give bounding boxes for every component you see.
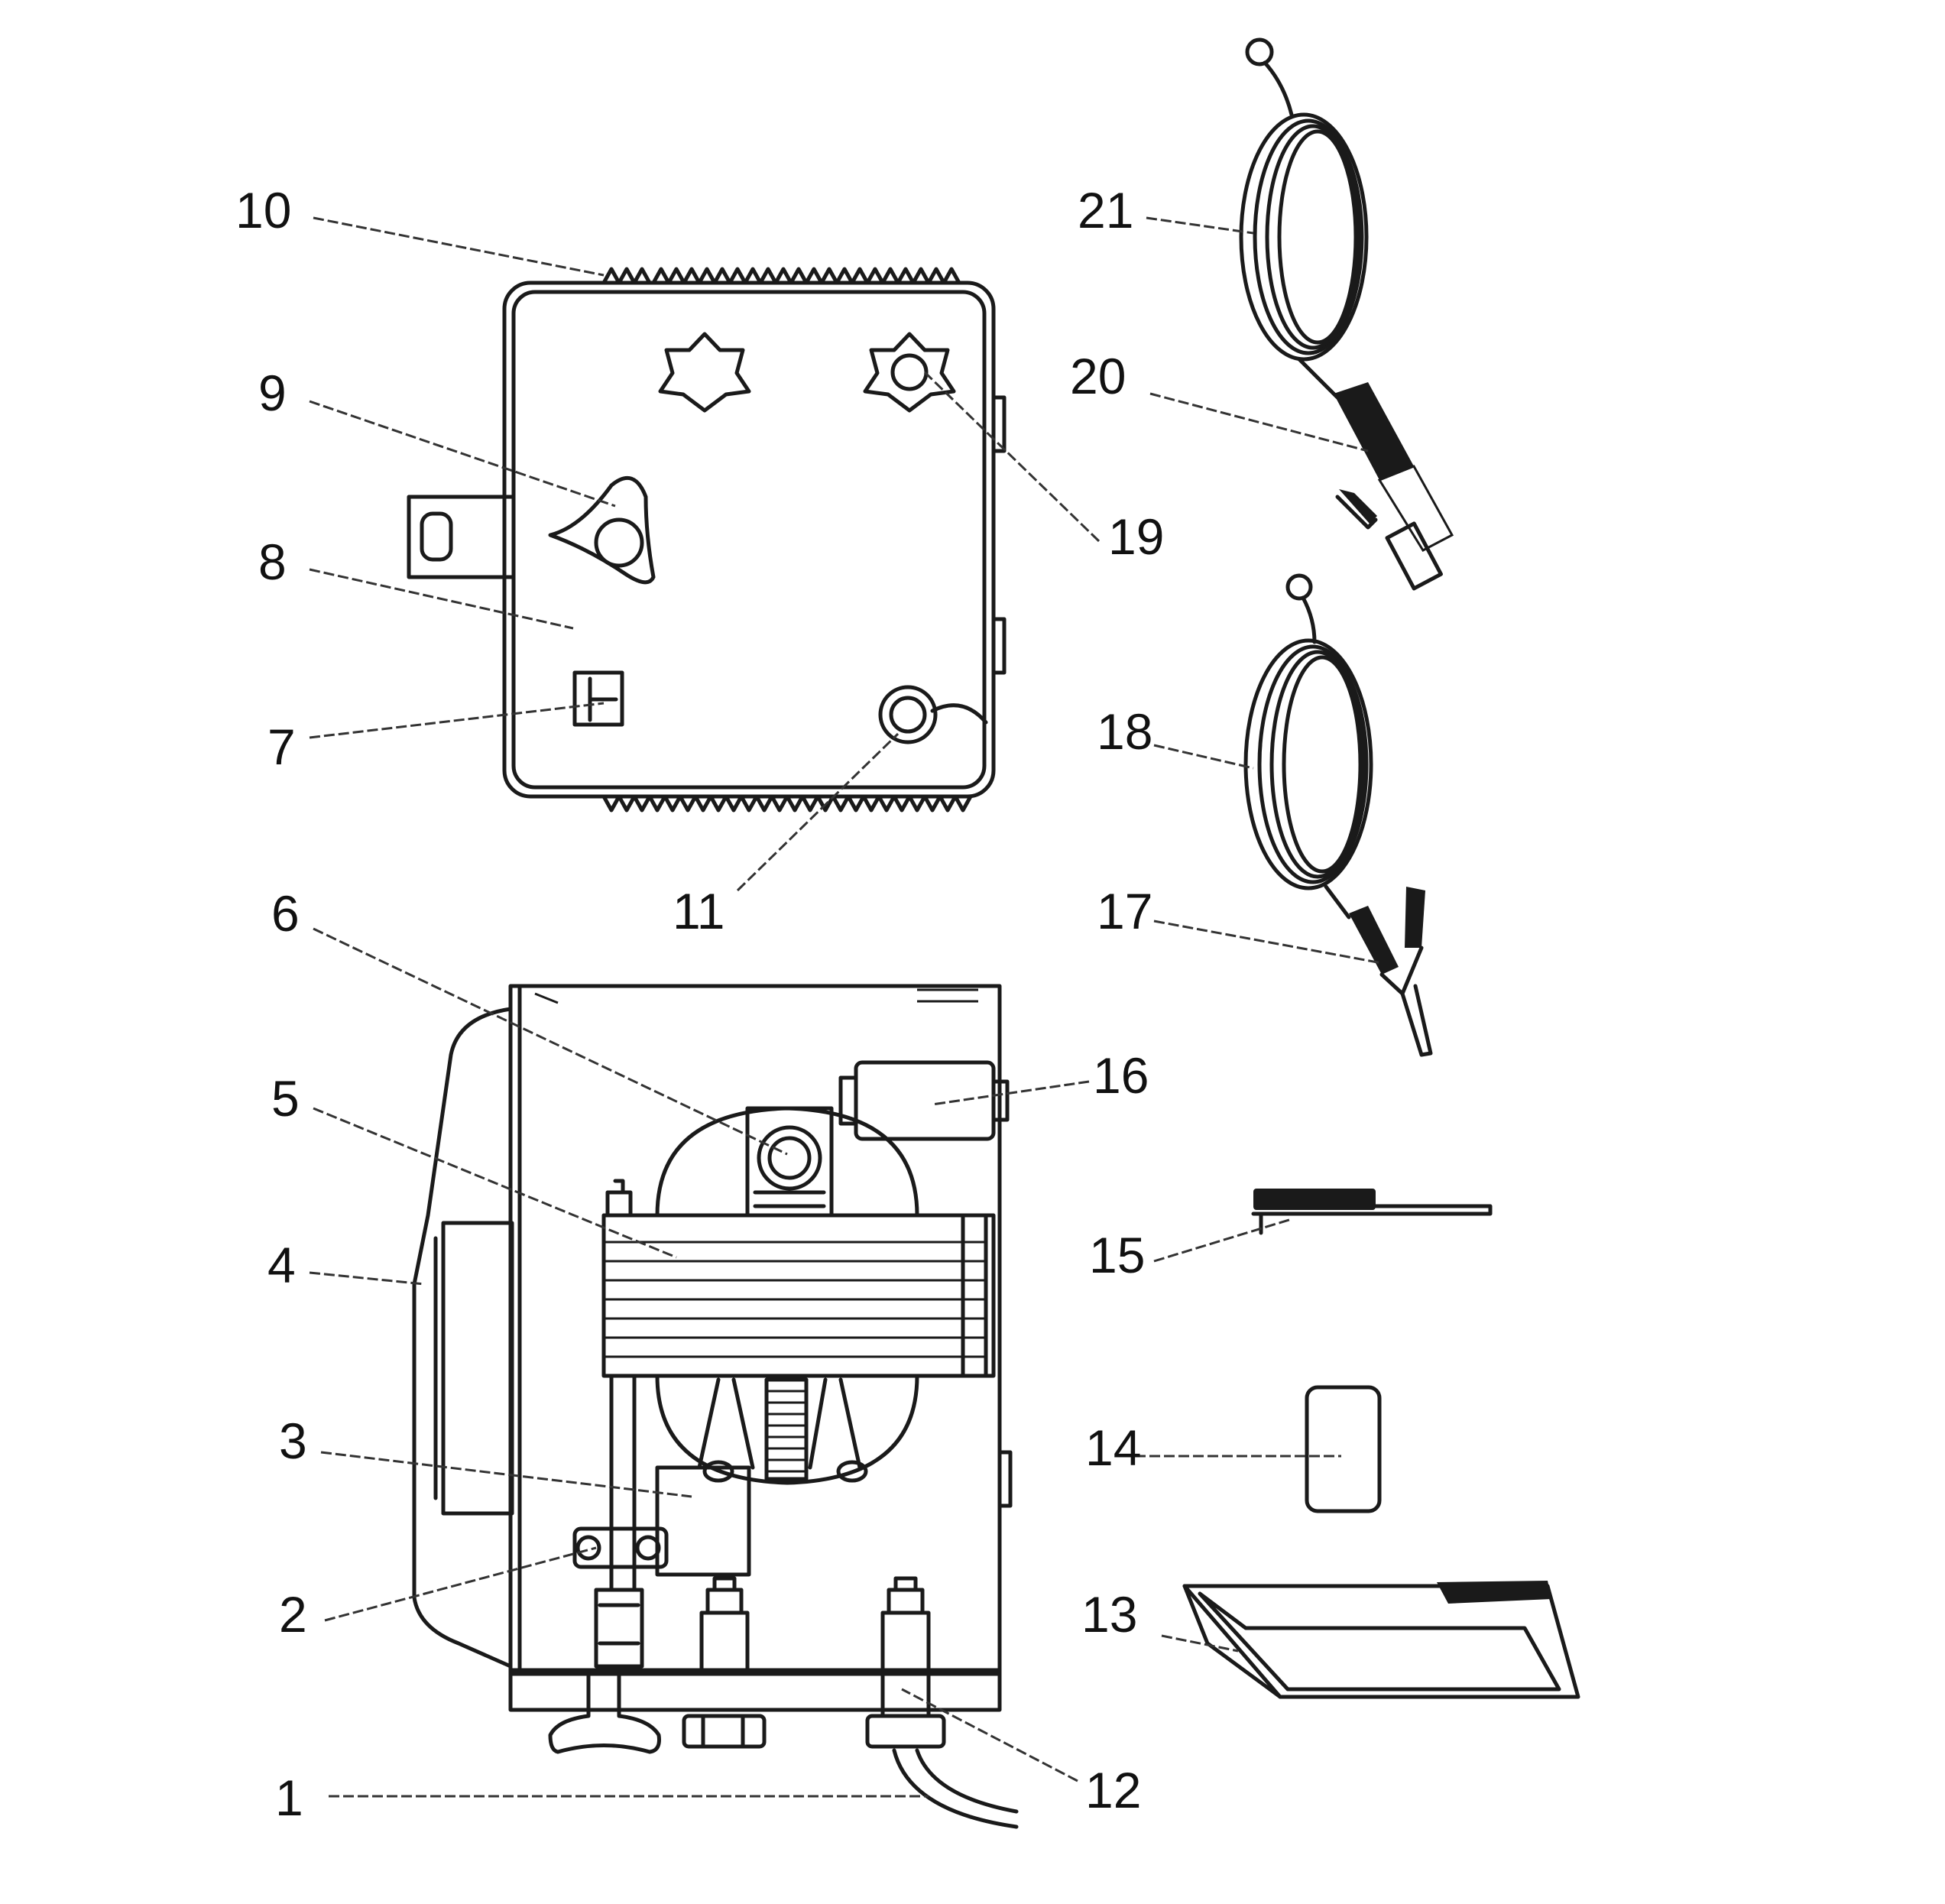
callout-1: 1 (275, 1769, 303, 1826)
callout-15: 15 (1089, 1227, 1145, 1283)
wire-brush (1251, 1189, 1493, 1235)
callout-2: 2 (279, 1586, 307, 1643)
callout-19: 19 (1108, 508, 1164, 565)
callout-7: 7 (267, 718, 296, 775)
callout-17: 17 (1097, 883, 1152, 939)
leader-lines (309, 216, 1383, 1798)
main-housing (412, 984, 1019, 1829)
callout-18: 18 (1097, 703, 1152, 760)
tray (1182, 1581, 1580, 1699)
callout-10: 10 (235, 182, 291, 238)
front-panel (407, 267, 1007, 813)
glass-plate (1305, 1385, 1382, 1513)
callout-11: 11 (673, 883, 725, 939)
callout-numbers: 10 9 8 7 11 6 5 4 3 2 1 12 13 14 15 16 1… (235, 182, 1164, 1826)
callout-4: 4 (267, 1237, 296, 1293)
callout-9: 9 (258, 365, 287, 421)
callout-8: 8 (258, 534, 287, 590)
clamp-cable (1243, 573, 1433, 1057)
callout-13: 13 (1081, 1586, 1137, 1643)
callout-20: 20 (1070, 348, 1126, 404)
callout-5: 5 (271, 1070, 300, 1127)
callout-12: 12 (1085, 1762, 1141, 1818)
star-knob-left (658, 332, 751, 413)
callout-16: 16 (1093, 1047, 1149, 1104)
callout-6: 6 (271, 885, 300, 942)
star-knob-right (863, 332, 956, 413)
callout-14: 14 (1085, 1419, 1141, 1476)
electrode-cable (1239, 37, 1454, 591)
callout-21: 21 (1078, 182, 1133, 238)
callout-3: 3 (279, 1413, 307, 1469)
